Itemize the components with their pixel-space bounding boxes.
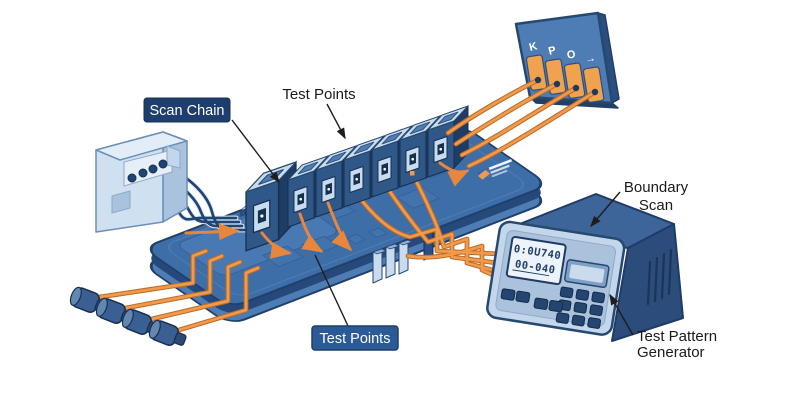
board-logo <box>478 159 513 180</box>
panel-glyph: P <box>547 44 557 57</box>
svg-text:Generator: Generator <box>637 344 705 361</box>
keypad <box>555 286 606 329</box>
input-connector-device <box>95 131 188 233</box>
connector-panel-glyphs: K P O → <box>528 40 597 66</box>
panel-glyph: O <box>566 48 578 62</box>
test-pattern-generator-device: 0:0U740 00-040 <box>486 193 684 342</box>
test-points-label-bottom: Test Points <box>311 325 399 351</box>
test-point-arrows <box>260 161 470 259</box>
chip <box>399 115 441 188</box>
panel-glyph: → <box>583 52 597 66</box>
svg-text:Boundary: Boundary <box>624 179 689 196</box>
lcd-display <box>505 235 567 286</box>
scan-chain-label: Scan Chain <box>143 97 231 123</box>
scan-chain-chips <box>245 105 469 252</box>
svg-text:Test Pattern: Test Pattern <box>637 328 717 345</box>
function-keys <box>500 288 564 313</box>
panel-glyph: K <box>528 40 539 54</box>
signal-arrow-into-chain <box>184 223 240 241</box>
test-points-label-top: Test Points <box>282 86 355 103</box>
test-points-bottom-text: Test Points <box>320 331 391 347</box>
svg-text:Scan: Scan <box>639 197 673 214</box>
vent-slots <box>646 248 673 306</box>
scan-chain-label-text: Scan Chain <box>150 103 225 119</box>
output-ports <box>127 159 168 183</box>
callouts: Scan Chain Test Points Boundary Scan Tes… <box>143 86 717 361</box>
generator-front-panel: 0:0U740 00-040 <box>486 220 626 336</box>
panel-wires <box>448 76 599 166</box>
generator-side-face <box>611 223 684 342</box>
chip-led <box>410 171 415 176</box>
boundary-scan-label: Boundary Scan <box>624 179 689 214</box>
probe-wires <box>100 223 258 330</box>
test-pattern-generator-label: Test Pattern Generator <box>637 328 717 361</box>
